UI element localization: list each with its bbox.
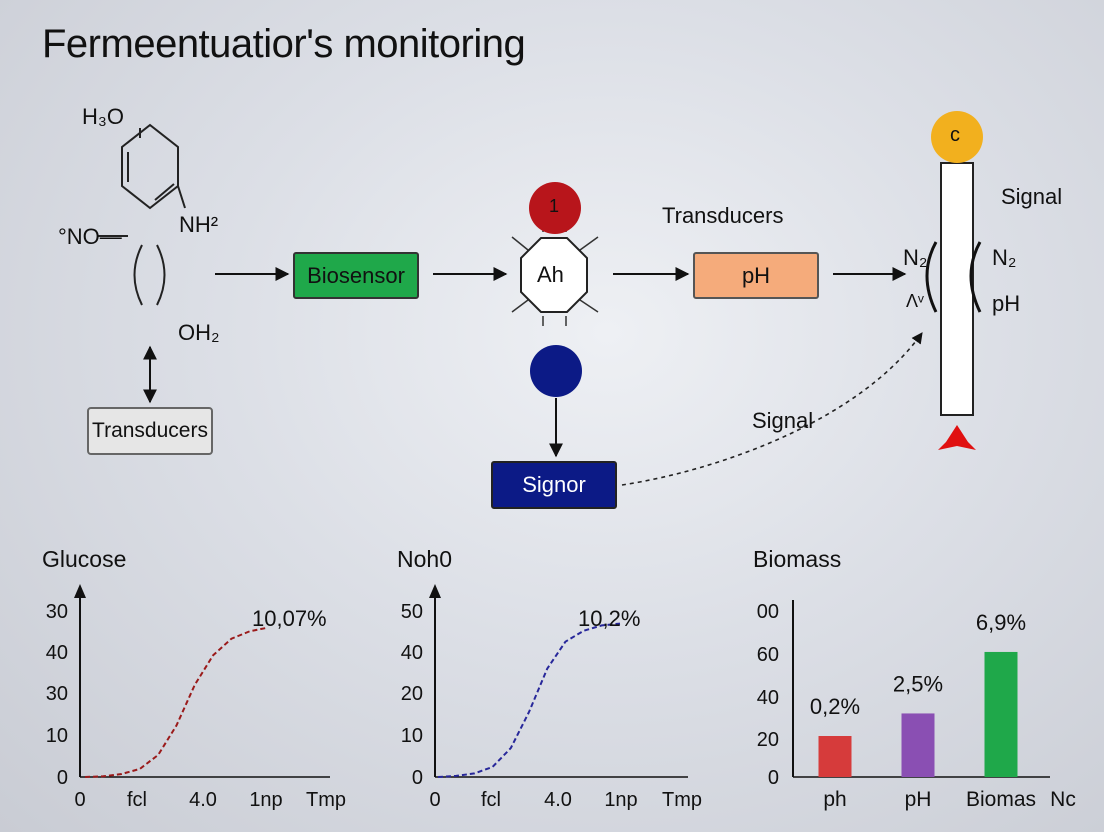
data-annotation: 10,07% (252, 606, 327, 631)
signal-mid-label: Signal (752, 408, 814, 433)
bar-data-label: 6,9% (976, 610, 1026, 635)
y-axis-arrowhead (429, 584, 441, 598)
red-arrow-tip (938, 425, 976, 450)
y-tick-label: 60 (757, 644, 779, 666)
left-bracket (925, 241, 938, 313)
x-tick-label: fcl (127, 789, 147, 811)
lambda-label: Λᵛ (906, 291, 924, 311)
signal-right-label: Signal (1001, 184, 1063, 209)
y-tick-label: 30 (46, 683, 68, 705)
y-tick-label: 50 (401, 601, 423, 623)
n2-left-label: N₂ (903, 245, 928, 270)
bar-0 (818, 736, 852, 777)
x-tick-label: 1np (604, 789, 637, 811)
bar-data-label: 2,5% (893, 671, 943, 696)
chart-title: Noh0 (397, 546, 452, 572)
molecule-ring (98, 123, 186, 306)
x-tick-label: 1np (249, 789, 282, 811)
x-category-label: pH (905, 788, 932, 811)
y-tick-label: 40 (401, 642, 423, 664)
y-tick-label: 20 (757, 729, 779, 751)
bar-2 (984, 651, 1018, 777)
bar-data-label: 0,2% (810, 694, 860, 719)
ph-box: pH (693, 252, 819, 299)
y-tick-label: 20 (401, 683, 423, 705)
x-tick-label: 0 (429, 789, 440, 811)
h3o-label: H₃O (82, 104, 124, 129)
yellow-circle (931, 111, 983, 163)
transducers-box: Transducers (87, 407, 213, 455)
x-extra-label: Nc (1050, 788, 1076, 811)
blue-circle (530, 345, 582, 397)
no-label: °NO— (58, 224, 122, 249)
y-tick-label: 40 (46, 642, 68, 664)
x-tick-label: Tmp (662, 789, 702, 811)
y-tick-label: 40 (757, 687, 779, 709)
x-tick-label: fcl (481, 789, 501, 811)
biosensor-box: Biosensor (293, 252, 419, 299)
oh2-label: OH₂ (178, 320, 220, 345)
y-tick-label: 10 (46, 725, 68, 747)
x-category-label: ph (823, 788, 846, 811)
chart-title: Glucose (42, 546, 126, 572)
signal-curve (621, 332, 923, 486)
x-tick-label: 4.0 (544, 789, 572, 811)
series-line (437, 622, 621, 778)
y-tick-label: 10 (401, 725, 423, 747)
transducers-top-label: Transducers (662, 203, 784, 228)
y-tick-label: 0 (412, 767, 423, 789)
y-tick-label: 00 (757, 601, 779, 623)
signor-box: Signor (491, 461, 617, 509)
data-annotation: 10,2% (578, 606, 640, 631)
red-circle (529, 182, 581, 234)
y-axis-arrowhead (74, 584, 86, 598)
series-line (84, 626, 269, 778)
right-bracket (969, 241, 982, 313)
ah-label: Ah (537, 262, 564, 287)
bar-1 (901, 713, 935, 777)
x-tick-label: Tmp (306, 789, 346, 811)
sensor-tube (940, 162, 974, 416)
page-title: Fermeentuatior's monitoring (42, 22, 526, 66)
x-tick-label: 0 (74, 789, 85, 811)
ph-right-label: pH (992, 291, 1021, 316)
chart-title: Biomass (753, 546, 841, 572)
n2-right-label: N₂ (992, 245, 1017, 270)
y-tick-label: 0 (768, 767, 779, 789)
red-circle-label: 1 (549, 196, 560, 216)
yellow-circle-label: c (950, 124, 960, 146)
y-tick-label: 30 (46, 601, 68, 623)
x-tick-label: 4.0 (189, 789, 217, 811)
nh2-label: NH² (179, 212, 219, 237)
y-tick-label: 0 (57, 767, 68, 789)
ah-octagon (511, 222, 599, 326)
x-category-label: Biomas (966, 788, 1036, 811)
